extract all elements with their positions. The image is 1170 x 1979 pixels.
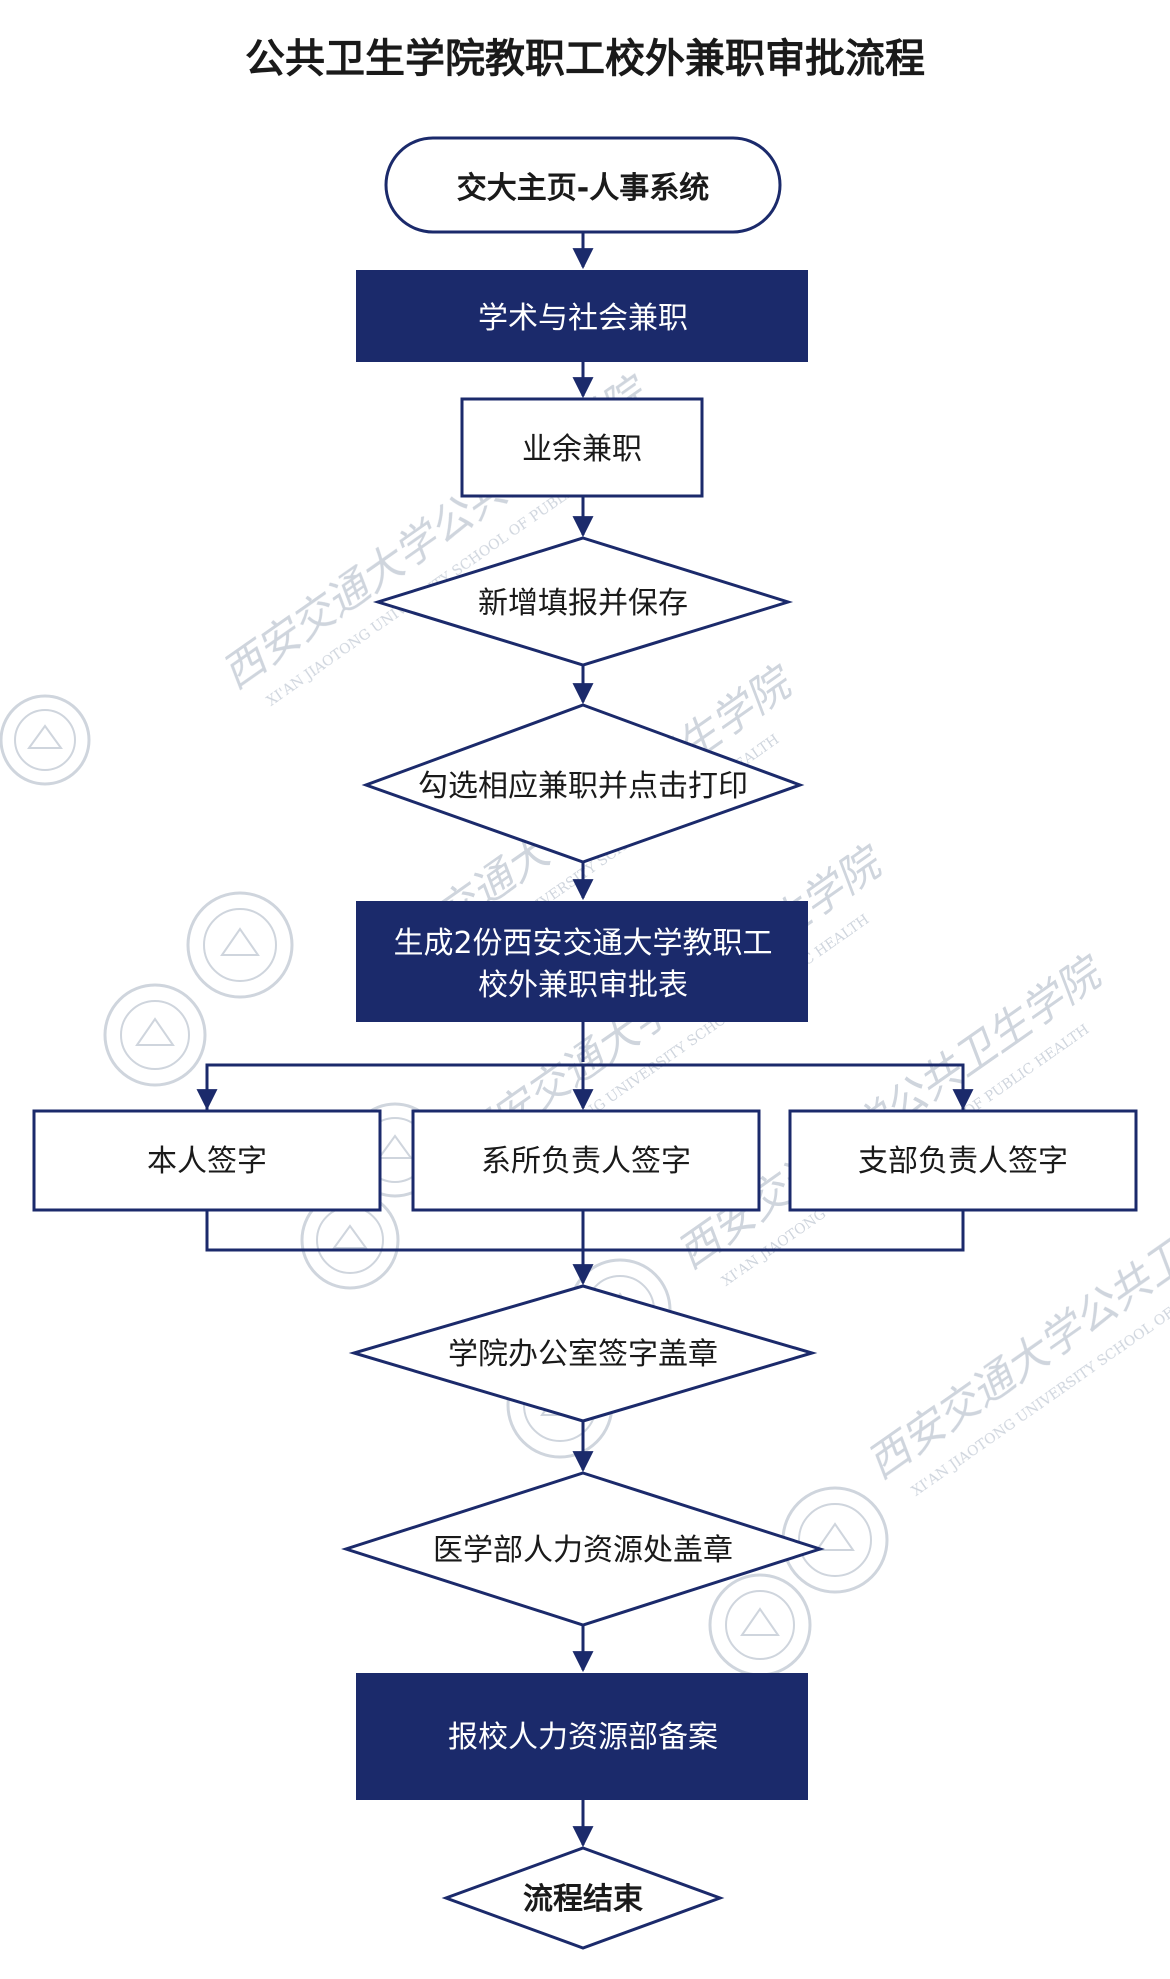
node-hr-seal: 医学部人力资源处盖章 <box>341 1471 825 1627</box>
seal-icon <box>186 891 294 999</box>
node-select-print: 勾选相应兼职并点击打印 <box>361 703 805 864</box>
seal-icon <box>708 1573 812 1677</box>
seal-icon <box>103 983 207 1087</box>
node-report: 报校人力资源部备案 <box>356 1673 808 1800</box>
node-new-fill: 新增填报并保存 <box>372 536 794 667</box>
node-start-label: 交大主页-人事系统 <box>457 171 709 206</box>
node-end-label: 流程结束 <box>523 1882 643 1917</box>
node-branch-sign-label: 支部负责人签字 <box>858 1144 1068 1179</box>
node-report-label: 报校人力资源部备案 <box>448 1720 718 1755</box>
node-generate-line1: 生成2份西安交通大学教职工 <box>393 926 772 961</box>
node-dept-sign: 系所负责人签字 <box>411 1109 761 1212</box>
node-generate: 生成2份西安交通大学教职工 校外兼职审批表 <box>356 901 808 1022</box>
connectors <box>196 232 974 1848</box>
node-spare: 业余兼职 <box>460 397 704 498</box>
node-generate-line2: 校外兼职审批表 <box>478 968 688 1003</box>
node-end: 流程结束 <box>441 1846 725 1950</box>
seal-icon <box>781 1486 889 1594</box>
node-branch-sign: 支部负责人签字 <box>788 1109 1138 1212</box>
node-self-sign-label: 本人签字 <box>147 1144 267 1179</box>
node-dept-sign-label: 系所负责人签字 <box>481 1144 691 1179</box>
seal-icon <box>0 694 91 786</box>
node-academic: 学术与社会兼职 <box>356 270 808 362</box>
node-office-seal-label: 学院办公室签字盖章 <box>448 1337 718 1372</box>
node-select-print-label: 勾选相应兼职并点击打印 <box>418 769 748 804</box>
node-spare-label: 业余兼职 <box>522 432 642 467</box>
node-start: 交大主页-人事系统 <box>384 136 782 234</box>
merge-line <box>205 1210 965 1252</box>
node-office-seal: 学院办公室签字盖章 <box>348 1284 818 1423</box>
node-self-sign: 本人签字 <box>32 1109 382 1212</box>
page-title: 公共卫生学院教职工校外兼职审批流程 <box>245 36 925 82</box>
node-academic-label: 学术与社会兼职 <box>478 301 688 336</box>
node-new-fill-label: 新增填报并保存 <box>478 586 688 621</box>
node-hr-seal-label: 医学部人力资源处盖章 <box>433 1533 733 1568</box>
